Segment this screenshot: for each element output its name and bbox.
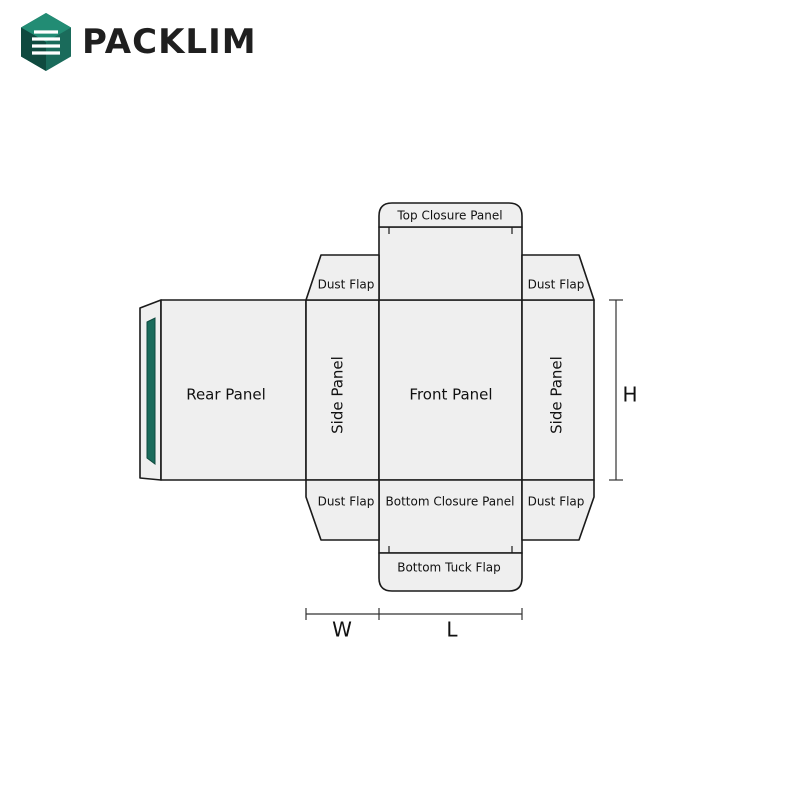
- dust-flap-bottom-left: [305, 479, 380, 541]
- dimension-label-l: L: [446, 618, 458, 642]
- rear-panel: [160, 299, 307, 481]
- dimension-label-h: H: [622, 383, 637, 407]
- label-bottom-closure-panel: Bottom Closure Panel: [386, 495, 515, 509]
- dimension-label-w: W: [332, 618, 352, 642]
- bottom-closure-panel: [378, 479, 523, 554]
- top-tuck-lip: [378, 202, 523, 228]
- bottom-tuck-flap: [378, 552, 523, 592]
- label-bottom-tuck-flap: Bottom Tuck Flap: [397, 561, 501, 575]
- label-side-panel-right: Side Panel: [548, 356, 566, 434]
- glue-strip: [146, 317, 156, 465]
- brand-name: PACKLIM: [82, 22, 257, 62]
- dust-flap-top-left: [305, 254, 380, 301]
- height-dimension: [609, 299, 623, 481]
- label-dust-flap-top-left: Dust Flap: [318, 278, 375, 292]
- packlim-hexagon-icon: [21, 13, 71, 71]
- label-front-panel: Front Panel: [409, 386, 492, 404]
- width-length-dimension: [305, 608, 523, 620]
- label-rear-panel: Rear Panel: [186, 386, 266, 404]
- dust-flap-bottom-right: [521, 479, 595, 541]
- label-side-panel-left: Side Panel: [329, 356, 347, 434]
- brand-logo: PACKLIM: [20, 12, 257, 72]
- label-dust-flap-bottom-left: Dust Flap: [318, 495, 375, 509]
- label-top-closure-panel: Top Closure Panel: [396, 209, 502, 223]
- top-closure-panel: [378, 226, 523, 301]
- label-dust-flap-bottom-right: Dust Flap: [528, 495, 585, 509]
- dust-flap-top-right: [521, 254, 595, 301]
- label-dust-flap-top-right: Dust Flap: [528, 278, 585, 292]
